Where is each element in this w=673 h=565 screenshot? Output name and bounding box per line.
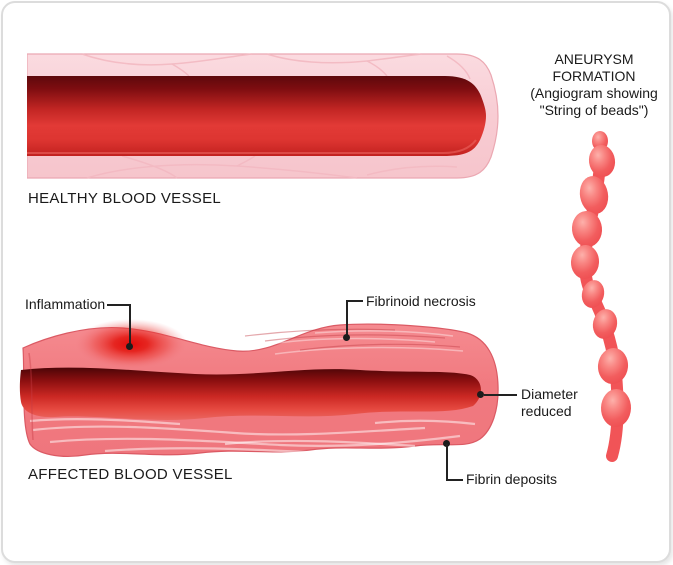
fibrin-deposits-leader-line [446,479,463,481]
affected-vessel-label: AFFECTED BLOOD VESSEL [28,466,233,483]
inflammation-leader-line [107,304,130,306]
fibrinoid-streaks [244,328,464,355]
affected-vessel-illustration [19,319,499,457]
healthy-vessel-label: HEALTHY BLOOD VESSEL [28,190,222,207]
fibrin-deposits-leader-line [446,444,448,480]
aneurysm-caption: ANEURYSM FORMATION (Angiogram showing "S… [515,51,673,119]
fibrinoid-necrosis-dot [343,334,350,341]
left-edge-crease [28,352,34,441]
fibrinoid-necrosis-leader-line [346,300,363,302]
inflammation-dot [126,343,133,350]
fibrin-deposits-label: Fibrin deposits [466,471,558,487]
aneurysm-caption-line-2: FORMATION [552,68,636,84]
healthy-vessel-lumen [27,76,486,156]
fibrinoid-necrosis-leader-line [346,300,348,335]
fibrin-deposits-dot [443,440,450,447]
inflammation-leader-line [129,304,131,344]
aneurysm-caption-line-4: "String of beads") [539,102,649,118]
diameter-reduced-leader-line [484,394,517,396]
fibrinoid-necrosis-label: Fibrinoid necrosis [366,293,476,309]
diameter-reduced-dot [477,391,484,398]
healthy-vessel-illustration [27,53,499,179]
fibrin-deposit-streaks [29,418,476,456]
string-of-beads-illustration [570,131,632,462]
affected-vessel-lumen [19,367,481,420]
healthy-vessel-lumen-highlight [27,139,477,155]
healthy-vessel-wall-veins [81,53,471,179]
beads [570,131,632,427]
inflammation-label: Inflammation [25,296,106,312]
diameter-reduced-label: Diameter reduced [521,386,578,419]
aneurysm-caption-line-1: ANEURYSM [554,51,634,67]
aneurysm-caption-line-3: (Angiogram showing [530,85,658,101]
